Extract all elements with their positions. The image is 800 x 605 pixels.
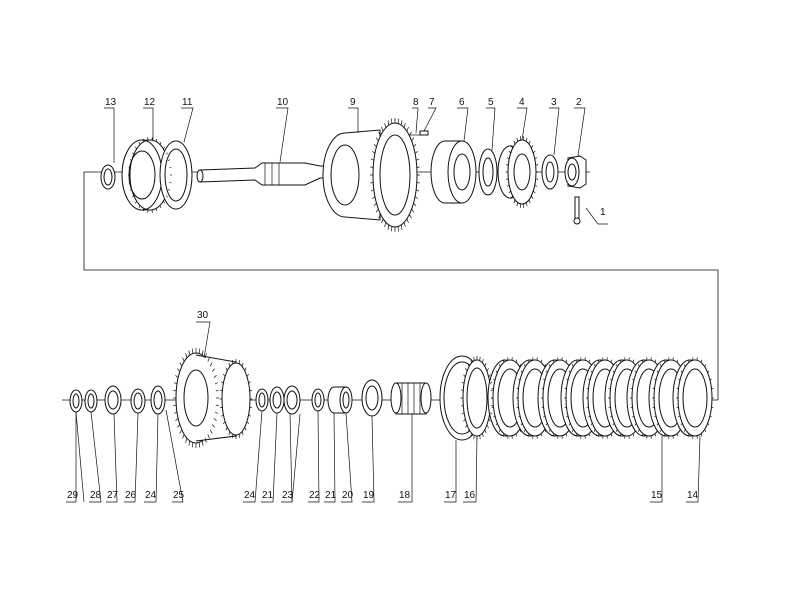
callout-21: 21 xyxy=(325,490,337,501)
gear-teeth xyxy=(505,136,539,208)
callout-13: 13 xyxy=(105,97,117,108)
part-16-pressure-plate xyxy=(462,359,492,437)
part-12-clutch-drum xyxy=(121,139,171,211)
callout-24: 24 xyxy=(145,490,157,501)
gear-teeth xyxy=(460,356,494,440)
callout-22: 22 xyxy=(309,490,321,501)
part-11-seal-ring xyxy=(159,140,193,210)
callout-5: 5 xyxy=(488,97,494,108)
callout-20: 20 xyxy=(342,490,354,501)
callout-11: 11 xyxy=(182,97,193,108)
callout-12: 12 xyxy=(144,97,156,108)
callout-8: 8 xyxy=(413,97,419,108)
callout-23: 23 xyxy=(282,490,294,501)
clutch-plate-bore xyxy=(682,368,708,428)
gear-teeth xyxy=(219,359,253,439)
gear-teeth xyxy=(676,357,714,439)
callout-15: 15 xyxy=(651,490,663,501)
part-9-clutch-housing-gear xyxy=(322,122,418,228)
parts-26-29-rings xyxy=(69,385,166,415)
callout-leader-lines xyxy=(66,107,701,503)
part-1-cotter-pin xyxy=(573,196,581,225)
part-2-nut xyxy=(564,155,587,189)
callout-25: 25 xyxy=(173,490,185,501)
parts-14-15-clutch-plate-pack xyxy=(487,357,714,439)
callout-7: 7 xyxy=(429,97,435,108)
part-30-cluster-gear xyxy=(175,352,251,444)
callout-24: 24 xyxy=(244,490,256,501)
callout-6: 6 xyxy=(459,97,465,108)
callout-1: 1 xyxy=(600,207,606,218)
callout-19: 19 xyxy=(363,490,375,501)
part-5-thrust-washer xyxy=(478,148,498,196)
callout-16: 16 xyxy=(464,490,476,501)
callout-28: 28 xyxy=(90,490,102,501)
callout-29: 29 xyxy=(67,490,79,501)
parts-7-8-pins xyxy=(410,130,429,136)
parts-21-24-washers xyxy=(255,385,353,415)
assembly-connector-line xyxy=(83,172,719,400)
callout-18: 18 xyxy=(399,490,411,501)
part-6-bearing xyxy=(430,140,477,204)
part-3-washer xyxy=(541,154,559,190)
callout-17: 17 xyxy=(445,490,457,501)
part-13-snap-ring xyxy=(100,164,116,190)
callout-30: 30 xyxy=(197,310,209,321)
gear-teeth xyxy=(173,348,219,448)
part-4-gear xyxy=(497,139,537,205)
callout-4: 4 xyxy=(519,97,525,108)
callout-2: 2 xyxy=(576,97,582,108)
callout-27: 27 xyxy=(107,490,119,501)
callout-9: 9 xyxy=(350,97,356,108)
callout-labels: 1 2 3 4 5 6 7 8 9 10 11 12 13 14 15 16 1… xyxy=(67,97,699,501)
part-19-piston-ring xyxy=(361,379,383,417)
callout-21: 21 xyxy=(262,490,274,501)
gear-teeth xyxy=(370,118,420,232)
callout-3: 3 xyxy=(551,97,557,108)
part-18-return-spring xyxy=(390,382,432,415)
callout-26: 26 xyxy=(125,490,137,501)
callout-10: 10 xyxy=(277,97,289,108)
callout-14: 14 xyxy=(687,490,699,501)
gear-teeth xyxy=(128,137,172,213)
